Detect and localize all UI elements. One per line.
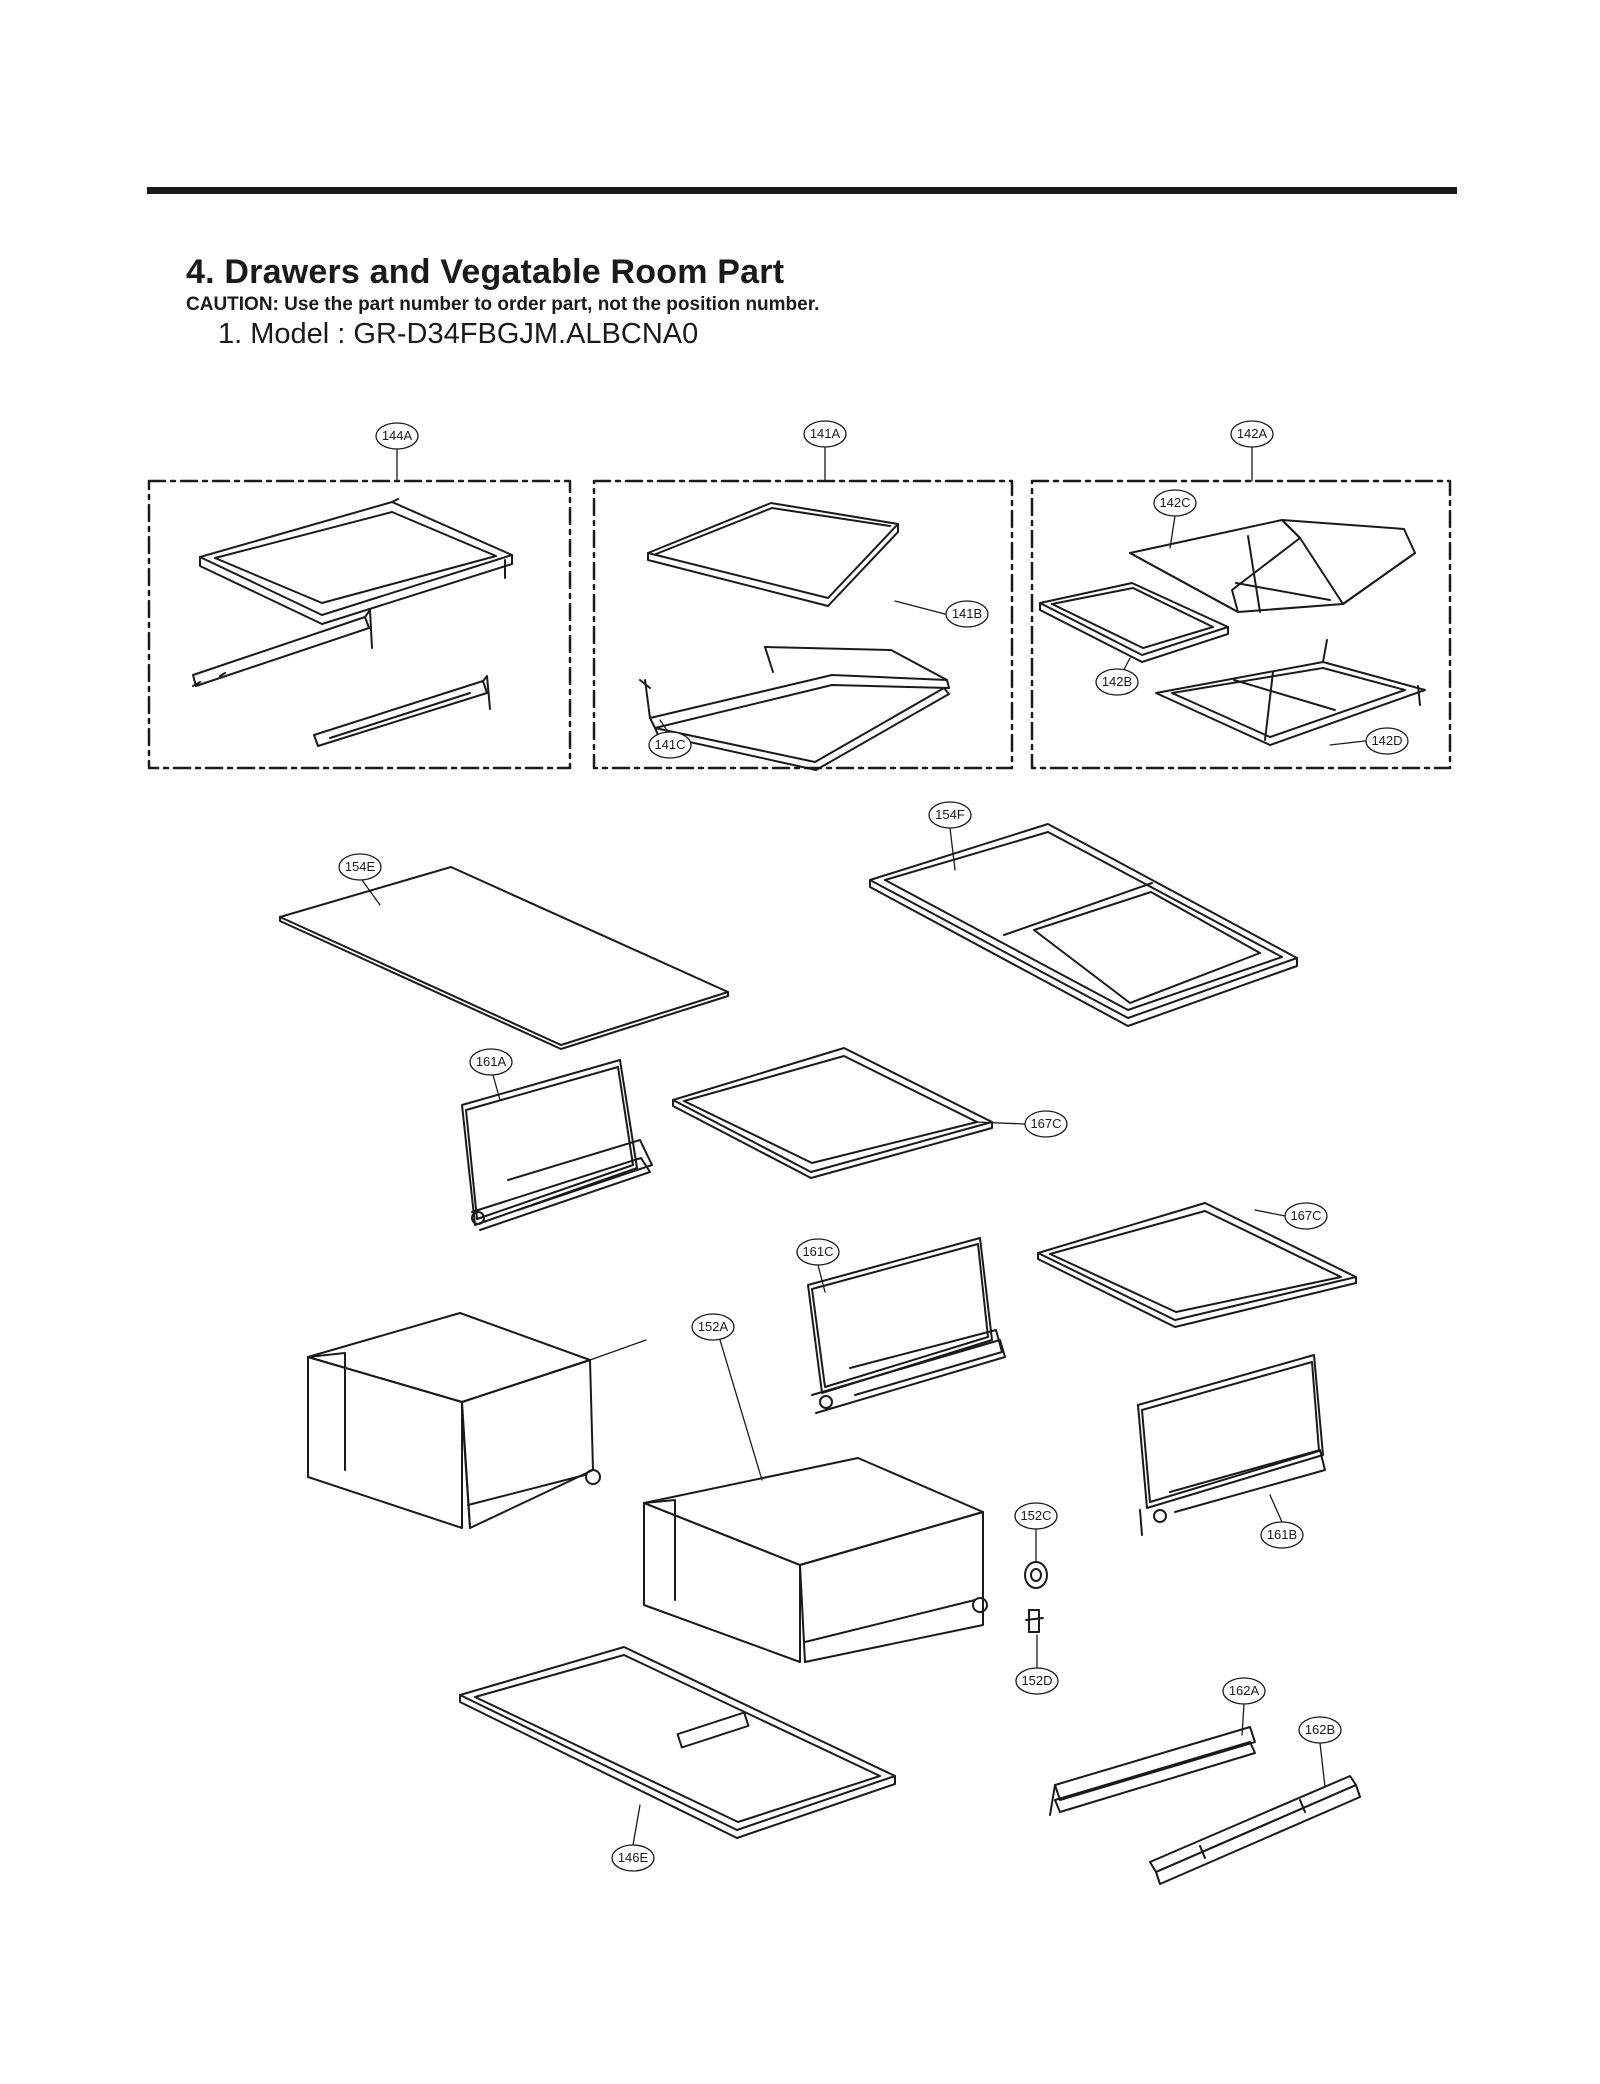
label-154E: 154E <box>338 853 382 881</box>
group-box-142A <box>1030 479 1452 770</box>
top-rule <box>147 187 1457 194</box>
shelf-frame-144A <box>199 498 513 625</box>
crisper-cover-frame-154F <box>869 823 1298 1027</box>
label-161A: 161A <box>469 1048 513 1076</box>
svg-text:142C: 142C <box>1159 495 1190 510</box>
rail-right-144A <box>313 675 491 747</box>
label-152C: 152C <box>1014 1502 1058 1530</box>
leader-154F <box>949 827 956 871</box>
group-box-141A <box>592 479 1014 770</box>
drawer-lid-167C-lower <box>1037 1202 1357 1328</box>
label-141A: 141A <box>803 420 847 448</box>
label-162B: 162B <box>1298 1716 1342 1744</box>
page-title: 4. Drawers and Vegatable Room Part <box>186 253 785 291</box>
drawer-lid-167C-upper <box>672 1047 993 1179</box>
group-box-144A <box>147 479 572 770</box>
leader-141B <box>894 600 946 615</box>
label-142C: 142C <box>1153 489 1197 517</box>
leader-161C <box>817 1264 826 1293</box>
label-144A: 144A <box>375 422 419 450</box>
leader-152A-b <box>719 1339 763 1481</box>
leader-152A <box>589 1339 647 1361</box>
svg-text:152D: 152D <box>1021 1673 1052 1688</box>
leader-161B <box>1269 1494 1283 1523</box>
leader-142C <box>1169 515 1176 549</box>
label-152A: 152A <box>691 1313 735 1341</box>
glass-insert-142B <box>1039 582 1229 663</box>
label-162A: 162A <box>1222 1677 1266 1705</box>
label-154F: 154F <box>928 801 972 829</box>
drawer-panel-161C <box>807 1237 1006 1414</box>
svg-text:161C: 161C <box>802 1244 833 1259</box>
leader-146E <box>632 1804 641 1846</box>
svg-text:167C: 167C <box>1290 1208 1321 1223</box>
label-161C: 161C <box>796 1238 840 1266</box>
label-142A: 142A <box>1230 420 1274 448</box>
label-161B: 161B <box>1260 1521 1304 1549</box>
svg-text:162B: 162B <box>1305 1722 1335 1737</box>
shelf-frame-142C <box>1129 519 1416 613</box>
svg-text:142B: 142B <box>1102 674 1132 689</box>
caution-note: CAUTION: Use the part number to order pa… <box>186 294 820 315</box>
rail-left-144A <box>192 609 373 687</box>
label-141C: 141C <box>648 731 692 759</box>
leader-142D <box>1329 740 1366 746</box>
svg-text:141B: 141B <box>952 606 982 621</box>
label-167C-upper: 167C <box>1024 1110 1068 1138</box>
label-142D: 142D <box>1365 727 1409 755</box>
svg-text:141A: 141A <box>810 426 841 441</box>
svg-text:154F: 154F <box>935 807 965 822</box>
base-tray-146E <box>459 1646 896 1839</box>
svg-text:146E: 146E <box>618 1850 649 1865</box>
crisper-drawer-left-152A <box>307 1312 601 1529</box>
drawer-panel-161B <box>1137 1354 1326 1536</box>
drawer-panel-161A <box>461 1059 653 1231</box>
label-152D: 152D <box>1015 1667 1059 1695</box>
label-146E: 146E <box>611 1844 655 1872</box>
leader-167C-lower <box>1254 1209 1286 1217</box>
leader-162B <box>1319 1742 1326 1788</box>
leader-162A <box>1241 1703 1245 1736</box>
glass-shelf-141A <box>647 502 899 607</box>
label-141B: 141B <box>945 600 989 628</box>
svg-text:161A: 161A <box>476 1054 507 1069</box>
leader-161A <box>492 1074 501 1101</box>
shelf-frame-142D <box>1155 639 1426 746</box>
rail-162A <box>1049 1726 1256 1816</box>
label-167C-lower: 167C <box>1284 1202 1328 1230</box>
svg-text:162A: 162A <box>1229 1683 1260 1698</box>
svg-text:141C: 141C <box>654 737 685 752</box>
svg-text:152A: 152A <box>698 1319 729 1334</box>
rail-162B <box>1149 1775 1361 1885</box>
svg-text:152C: 152C <box>1020 1508 1051 1523</box>
crisper-drawer-right-152A <box>643 1457 988 1663</box>
knob-152C <box>1024 1561 1048 1589</box>
leader-167C-upper <box>974 1121 1026 1125</box>
svg-text:161B: 161B <box>1267 1527 1297 1542</box>
label-142B: 142B <box>1095 668 1139 696</box>
model-number: 1. Model : GR-D34FBGJM.ALBCNA0 <box>218 318 699 350</box>
svg-text:154E: 154E <box>345 859 376 874</box>
svg-text:142D: 142D <box>1371 733 1402 748</box>
clip-152D <box>1025 1609 1044 1633</box>
leader-154E <box>361 879 381 906</box>
svg-text:142A: 142A <box>1237 426 1268 441</box>
svg-text:144A: 144A <box>382 428 413 443</box>
svg-text:167C: 167C <box>1030 1116 1061 1131</box>
